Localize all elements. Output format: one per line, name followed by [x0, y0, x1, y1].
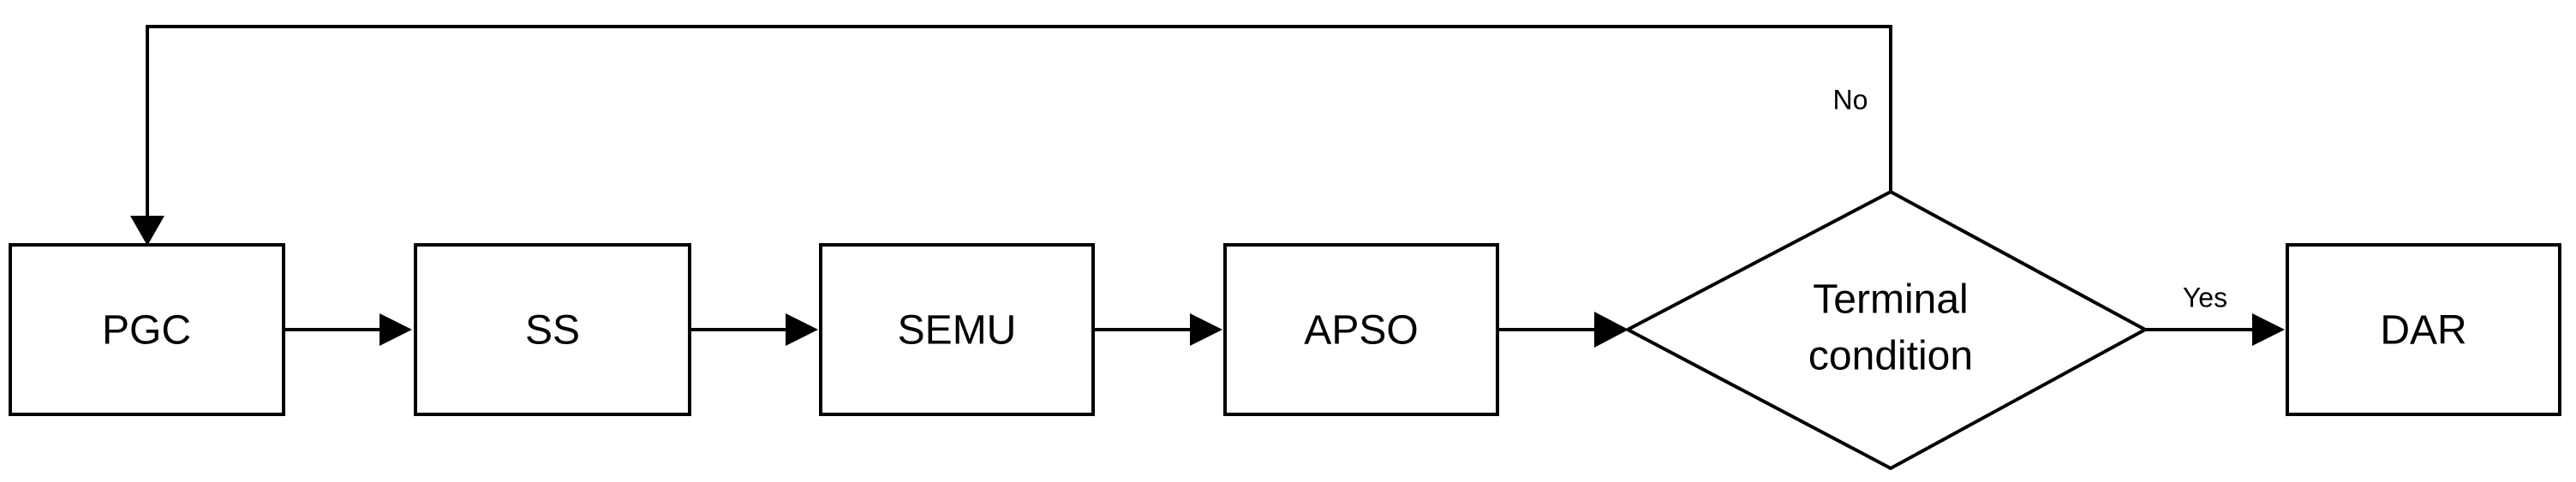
edge-ss-to-semu	[691, 313, 818, 346]
node-ss[interactable]: SS	[414, 243, 691, 416]
node-terminal-condition-diamond	[1623, 189, 2149, 471]
node-terminal-condition-label-line2: condition	[1808, 334, 1973, 379]
edge-semu-to-apso	[1095, 313, 1222, 346]
node-semu[interactable]: SEMU	[819, 243, 1095, 416]
edge-pgc-to-ss-arrowhead	[380, 313, 412, 346]
edge-label-yes: Yes	[2183, 282, 2227, 312]
node-apso[interactable]: APSO	[1223, 243, 1499, 416]
edge-pgc-to-ss	[285, 313, 412, 346]
node-apso-label: APSO	[1304, 308, 1418, 354]
node-apso-rect	[1223, 243, 1499, 416]
edge-terminal-to-pgc-arrowhead	[130, 216, 164, 246]
node-pgc[interactable]: PGC	[9, 243, 285, 416]
edge-terminal-to-pgc-line	[146, 25, 1892, 224]
node-dar[interactable]: DAR	[2286, 243, 2561, 416]
edge-ss-to-semu-arrowhead	[786, 313, 818, 346]
edge-apso-to-terminal	[1499, 312, 1629, 348]
edge-semu-to-apso-arrowhead	[1190, 313, 1222, 346]
edge-terminal-to-pgc	[130, 25, 1892, 246]
node-pgc-label: PGC	[102, 308, 191, 354]
edge-terminal-to-dar-arrowhead	[2252, 313, 2285, 346]
edge-apso-to-terminal-arrowhead	[1594, 312, 1629, 348]
node-terminal-condition-label-line1: Terminal	[1813, 277, 1968, 323]
node-dar-rect	[2286, 243, 2561, 416]
edge-terminal-to-dar	[2145, 313, 2285, 346]
node-semu-label: SEMU	[898, 308, 1017, 354]
node-pgc-rect	[9, 243, 285, 416]
node-ss-label: SS	[525, 308, 580, 354]
node-semu-rect	[819, 243, 1095, 416]
edge-label-no: No	[1833, 84, 1868, 115]
node-ss-rect	[414, 243, 691, 416]
node-terminal-condition[interactable]: Terminal condition	[1623, 189, 2149, 471]
node-dar-label: DAR	[2380, 308, 2466, 354]
